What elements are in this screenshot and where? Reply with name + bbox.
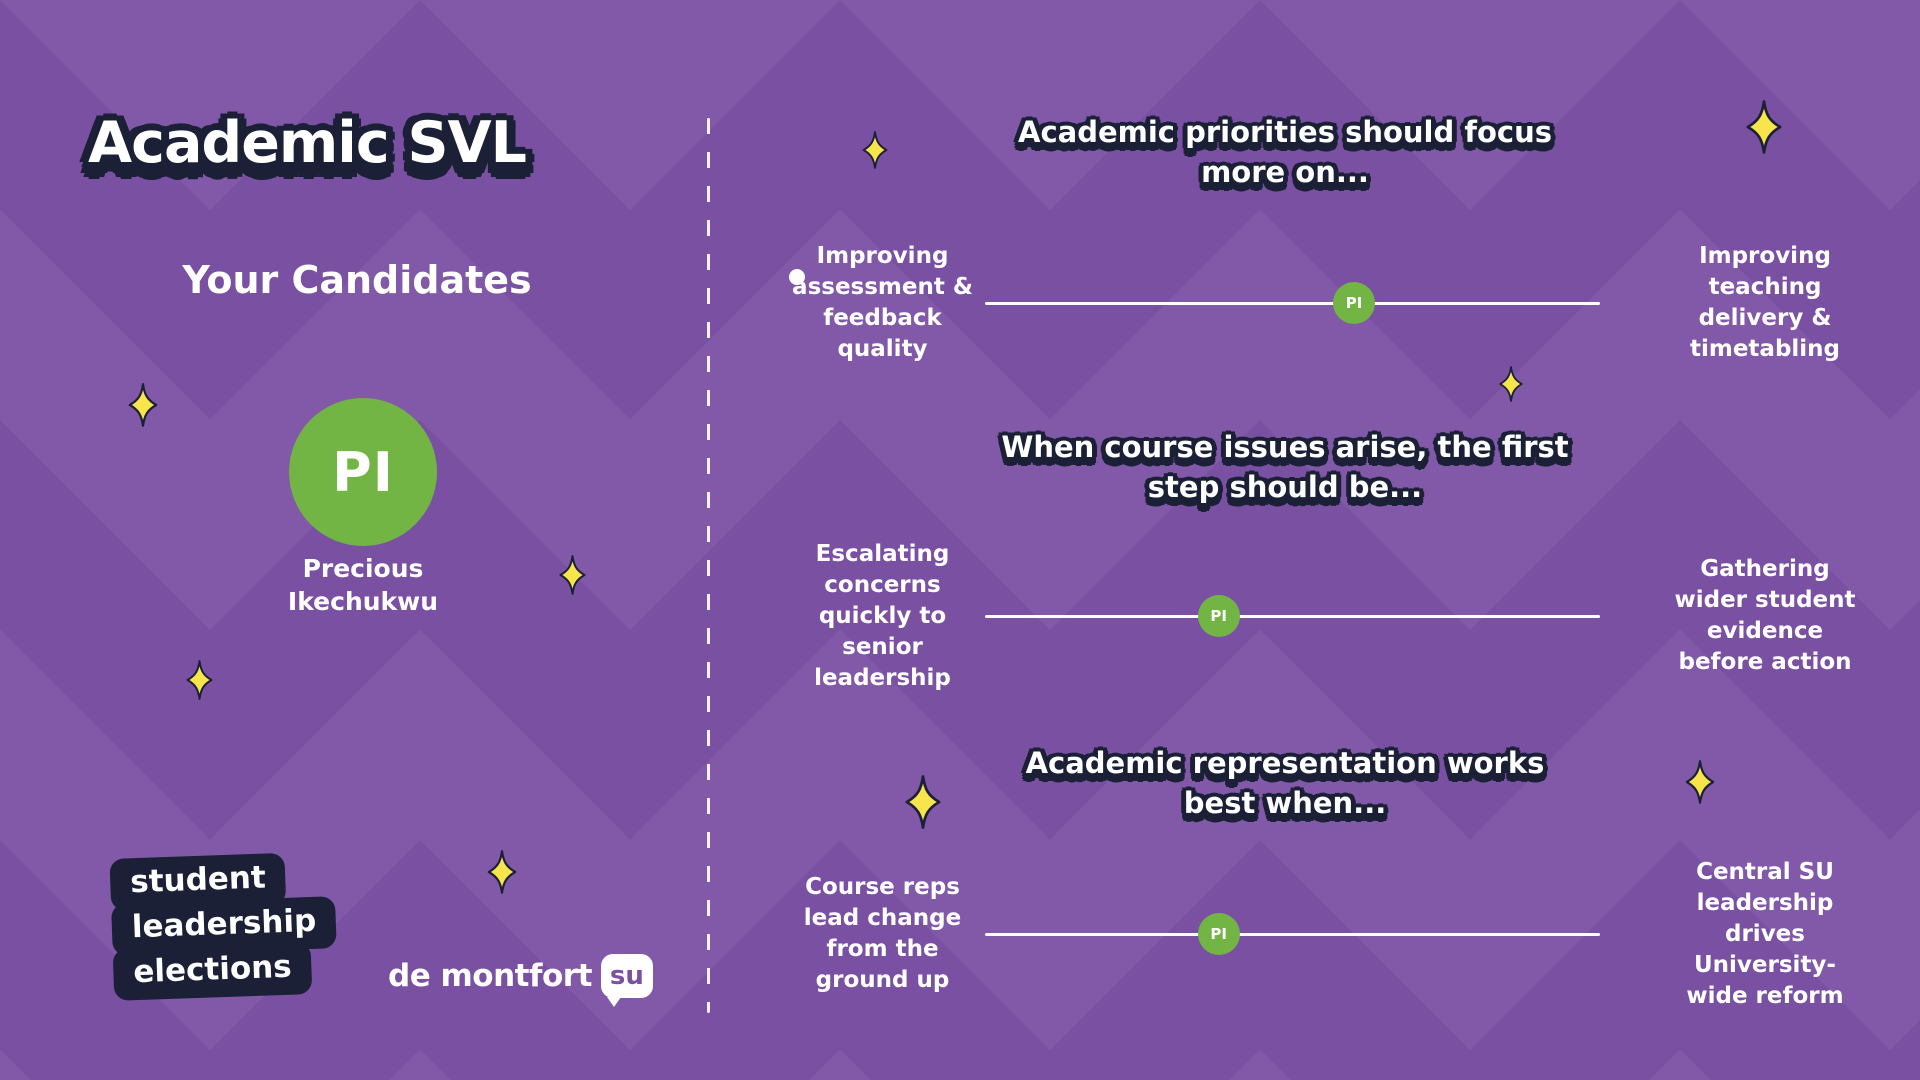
slider-track: PI xyxy=(985,913,1600,955)
dot-decoration xyxy=(789,269,805,285)
question-heading-1: Academic priorities should focus more on… xyxy=(1018,115,1552,189)
candidate-initials: PI xyxy=(332,440,394,504)
sparkle-icon xyxy=(862,131,888,169)
dmu-su-logo: de montfort su xyxy=(388,954,653,1007)
candidate-marker: PI xyxy=(1333,282,1375,324)
sparkle-icon xyxy=(186,660,213,700)
sparkle-icon xyxy=(128,383,158,427)
question-row-2: Escalating concerns quickly to senior le… xyxy=(780,531,1895,701)
logo-wordmark: de montfort xyxy=(388,958,592,994)
slider-track: PI xyxy=(985,282,1600,324)
su-speech-bubble-icon: su xyxy=(600,954,653,1007)
sparkle-icon xyxy=(559,555,586,595)
logo-bubble-text: su xyxy=(609,961,644,991)
candidate-marker: PI xyxy=(1197,913,1240,955)
sparkle-icon xyxy=(1685,760,1715,804)
candidate-marker: PI xyxy=(1197,595,1240,637)
left-option-label: Improving assessment & feedback quality xyxy=(792,243,973,362)
marker-initials: PI xyxy=(1345,294,1363,312)
question-heading-3: Academic representation works best when.… xyxy=(1025,746,1545,820)
right-option-label: Central SU leadership drives University-… xyxy=(1686,858,1844,1009)
elections-badge: student leadership elections xyxy=(109,852,339,1001)
subtitle: Your Candidates xyxy=(182,258,532,302)
question-row-1: Improving assessment & feedback quality … xyxy=(780,218,1895,388)
page-title: Academic SVL xyxy=(88,110,527,176)
candidate-name: Precious Ikechukwu xyxy=(287,554,439,616)
left-option-label: Course reps lead change from the ground … xyxy=(803,874,962,993)
badge-line: elections xyxy=(112,941,313,1001)
right-option-label: Improving teaching delivery & timetablin… xyxy=(1689,243,1841,362)
marker-initials: PI xyxy=(1210,925,1227,943)
sparkle-icon xyxy=(1746,100,1782,154)
left-option-label: Escalating concerns quickly to senior le… xyxy=(814,540,951,691)
marker-initials: PI xyxy=(1210,607,1227,625)
question-heading-2: When course issues arise, the first step… xyxy=(1001,430,1569,504)
right-option-label: Gathering wider student evidence before … xyxy=(1674,556,1856,675)
candidate-avatar: PI xyxy=(289,398,437,546)
divider-dashed-line xyxy=(707,118,710,1013)
slider-track: PI xyxy=(985,595,1600,637)
sparkle-icon xyxy=(905,775,941,829)
question-row-3: Course reps lead change from the ground … xyxy=(780,849,1895,1019)
sparkle-icon xyxy=(487,850,517,894)
